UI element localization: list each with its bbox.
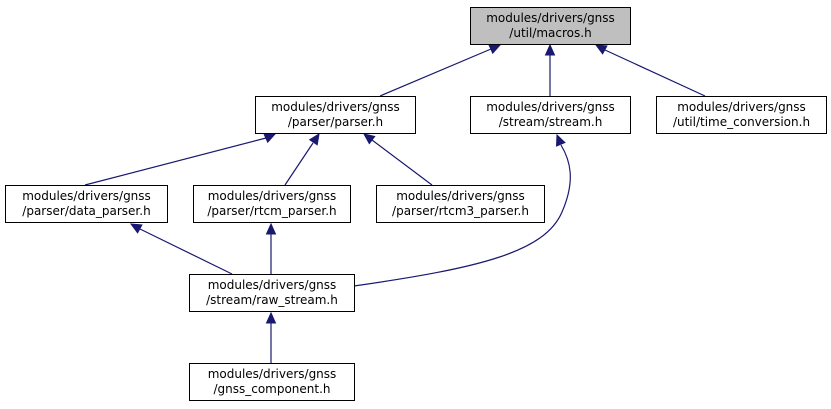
edge-line xyxy=(284,142,314,186)
edge-line xyxy=(84,137,267,186)
edge-arrowhead xyxy=(594,44,608,55)
edge-line xyxy=(379,48,492,97)
node-label-line2: /gnss_component.h xyxy=(213,382,330,396)
edge-line xyxy=(371,139,433,186)
node-time-conversion[interactable]: modules/drivers/gnss/util/time_conversio… xyxy=(656,96,827,134)
edge-arrowhead xyxy=(544,43,556,56)
node-label-line1: modules/drivers/gnss xyxy=(486,11,615,25)
node-label-line2: /parser/rtcm_parser.h xyxy=(207,204,336,218)
node-stream[interactable]: modules/drivers/gnss/stream/stream.h xyxy=(470,96,631,134)
node-label-line2: /stream/raw_stream.h xyxy=(206,293,338,307)
edge-arrowhead xyxy=(308,132,320,146)
node-label-line1: modules/drivers/gnss xyxy=(486,100,615,114)
node-box xyxy=(255,96,416,134)
edge-stream-to-macros xyxy=(544,43,556,96)
node-box xyxy=(376,185,545,223)
node-box xyxy=(470,7,631,45)
node-label-line1: modules/drivers/gnss xyxy=(22,189,151,203)
node-box xyxy=(193,185,351,223)
node-label-line2: /parser/parser.h xyxy=(288,115,383,129)
node-raw-stream[interactable]: modules/drivers/gnss/stream/raw_stream.h xyxy=(189,274,355,312)
edge-arrowhead xyxy=(129,223,143,234)
edge-parser-to-macros xyxy=(379,44,502,97)
node-gnss-component[interactable]: modules/drivers/gnss/gnss_component.h xyxy=(189,363,355,401)
node-label-line2: /util/time_conversion.h xyxy=(673,115,810,129)
node-label-line2: /stream/stream.h xyxy=(499,115,603,129)
edge-line xyxy=(353,144,571,287)
node-parser[interactable]: modules/drivers/gnss/parser/parser.h xyxy=(255,96,416,134)
node-label-line1: modules/drivers/gnss xyxy=(208,189,337,203)
edge-arrowhead xyxy=(363,133,376,145)
node-box xyxy=(189,363,355,401)
node-rtcm3-parser[interactable]: modules/drivers/gnss/parser/rtcm3_parser… xyxy=(376,185,545,223)
node-box xyxy=(470,96,631,134)
edge-arrowhead xyxy=(555,133,566,147)
edge-rtcm_parser-to-parser xyxy=(284,132,320,186)
edge-arrowhead xyxy=(265,311,277,324)
edge-raw_stream-to-data_parser xyxy=(129,223,233,275)
edge-raw_stream-to-rtcm_parser xyxy=(265,222,277,274)
node-label-line2: /parser/data_parser.h xyxy=(22,204,150,218)
node-box xyxy=(5,185,168,223)
edges-layer xyxy=(84,43,706,363)
node-label-line1: modules/drivers/gnss xyxy=(396,189,525,203)
node-label-line2: /util/macros.h xyxy=(509,26,591,40)
node-label-line1: modules/drivers/gnss xyxy=(208,367,337,381)
node-macros: modules/drivers/gnss/util/macros.h xyxy=(470,7,631,45)
node-box xyxy=(189,274,355,312)
node-data-parser[interactable]: modules/drivers/gnss/parser/data_parser.… xyxy=(5,185,168,223)
edge-arrowhead xyxy=(265,222,277,235)
edge-line xyxy=(604,49,706,97)
node-label-line1: modules/drivers/gnss xyxy=(208,278,337,292)
edge-data_parser-to-parser xyxy=(84,133,277,186)
edge-gnss_component-to-raw_stream xyxy=(265,311,277,363)
node-label-line1: modules/drivers/gnss xyxy=(677,100,806,114)
node-box xyxy=(656,96,827,134)
node-label-line1: modules/drivers/gnss xyxy=(271,100,400,114)
node-label-line2: /parser/rtcm3_parser.h xyxy=(392,204,529,218)
edge-raw_stream-to-stream xyxy=(353,133,571,287)
edge-arrowhead xyxy=(263,133,277,144)
edge-arrowhead xyxy=(488,44,502,55)
edge-line xyxy=(139,228,233,275)
node-rtcm-parser[interactable]: modules/drivers/gnss/parser/rtcm_parser.… xyxy=(193,185,351,223)
edge-rtcm3_parser-to-parser xyxy=(363,133,433,186)
nodes-layer: modules/drivers/gnss/util/macros.hmodule… xyxy=(5,7,827,401)
edge-time_conversion-to-macros xyxy=(594,44,706,97)
